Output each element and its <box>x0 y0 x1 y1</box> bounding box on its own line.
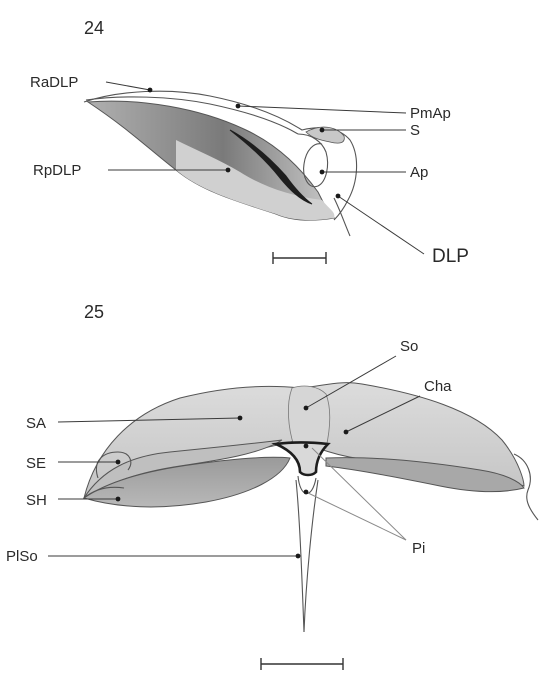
se-dot <box>116 460 121 465</box>
rpdlp-dot <box>226 168 231 173</box>
ap-dot <box>320 170 325 175</box>
figure-24-scale-bar <box>273 252 326 264</box>
figure-24-number: 24 <box>84 18 104 38</box>
figure-25-number: 25 <box>84 302 104 322</box>
label-sh: SH <box>26 492 47 509</box>
label-rpdlp: RpDLP <box>33 162 81 179</box>
label-se: SE <box>26 455 46 472</box>
figure-25: 25 <box>6 302 538 670</box>
so-dot <box>304 406 309 411</box>
pi-dot-2 <box>304 490 309 495</box>
label-pmap: PmAp <box>410 105 451 122</box>
label-s: S <box>410 122 420 139</box>
label-so: So <box>400 338 418 355</box>
s-dot <box>320 128 325 133</box>
radlp-leader <box>106 82 150 90</box>
cha-dot <box>344 430 349 435</box>
sa-dot <box>238 416 243 421</box>
plso-stalk-right <box>304 480 318 632</box>
label-sa: SA <box>26 415 46 432</box>
sh-dot <box>116 497 121 502</box>
s-region <box>306 127 344 143</box>
label-ap: Ap <box>410 164 428 181</box>
figure-24-drawing <box>84 91 357 236</box>
plso-dot <box>296 554 301 559</box>
pi-dot-1 <box>304 444 309 449</box>
so-region <box>288 386 329 451</box>
radlp-dot <box>148 88 153 93</box>
label-plso: PlSo <box>6 548 38 565</box>
figure-24: 24 RaDLP <box>30 18 469 267</box>
pi-leader-2 <box>306 492 406 540</box>
label-pi: Pi <box>412 540 425 557</box>
dlp-dot <box>336 194 341 199</box>
figure-25-scale-bar <box>261 658 343 670</box>
pmap-leader <box>238 106 406 113</box>
label-cha: Cha <box>424 378 452 395</box>
dlp-leader <box>338 196 424 254</box>
pmap-dot <box>236 104 241 109</box>
label-dlp: DLP <box>432 246 469 267</box>
label-radlp: RaDLP <box>30 74 78 91</box>
